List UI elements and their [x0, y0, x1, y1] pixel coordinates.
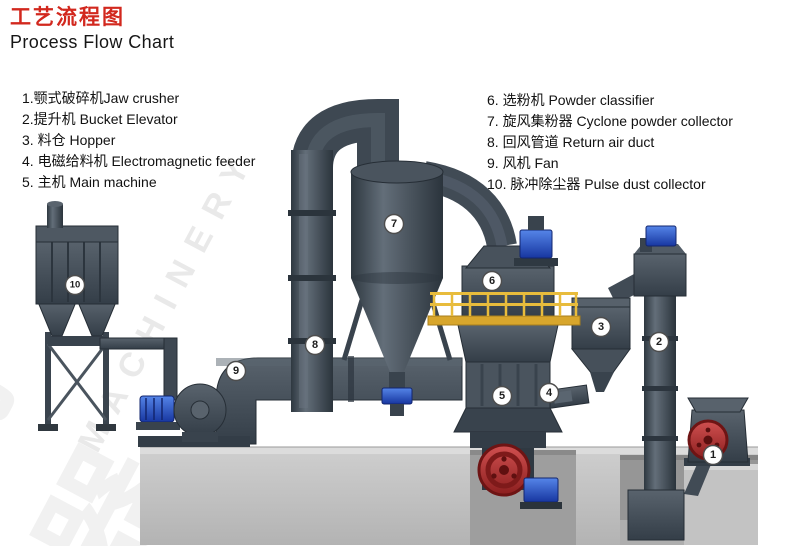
marker-6: 6	[481, 270, 503, 292]
return-air-pipe	[288, 98, 399, 412]
page-title-en: Process Flow Chart	[10, 32, 175, 53]
svg-text:2: 2	[656, 336, 662, 348]
legend-item-1: 1.颚式破碎机Jaw crusher	[22, 90, 180, 106]
bucket-elevator	[608, 225, 712, 541]
header: 工艺流程图 Process Flow Chart	[10, 6, 174, 53]
legend-item-7: 7. 旋风集粉器 Cyclone powder collector	[487, 113, 733, 129]
marker-5: 5	[491, 385, 513, 407]
marker-2: 2	[648, 331, 670, 353]
legend-item-10: 10. 脉冲除尘器 Pulse dust collector	[487, 176, 706, 192]
marker-7: 7	[383, 213, 405, 235]
pulse-dust-collector	[35, 201, 178, 431]
svg-text:1: 1	[710, 449, 716, 461]
legend-item-6: 6. 选粉机 Powder classifier	[487, 92, 655, 108]
legend-item-4: 4. 电磁给料机 Electromagnetic feeder	[22, 153, 256, 169]
legend-right: 6. 选粉机 Powder classifier 7. 旋风集粉器 Cyclon…	[487, 90, 733, 195]
svg-text:4: 4	[546, 387, 553, 399]
legend-item-5: 5. 主机 Main machine	[22, 174, 157, 190]
legend-item-2: 2.提升机 Bucket Elevator	[22, 111, 178, 127]
svg-text:8: 8	[312, 339, 318, 351]
svg-text:5: 5	[499, 390, 505, 402]
page-title-zh: 工艺流程图	[10, 6, 125, 29]
svg-text:10: 10	[70, 280, 81, 291]
main-motor	[520, 477, 562, 509]
svg-text:7: 7	[391, 218, 397, 230]
marker-10: 10	[64, 274, 86, 296]
marker-9: 9	[225, 360, 247, 382]
main-machine	[427, 216, 581, 509]
marker-4: 4	[538, 382, 560, 404]
hopper	[570, 297, 631, 392]
legend-item-9: 9. 风机 Fan	[487, 155, 559, 171]
platform-railing	[427, 292, 581, 326]
flywheel	[477, 443, 531, 497]
jaw-crusher	[684, 397, 750, 466]
marker-3: 3	[590, 316, 612, 338]
legend-left: 1.颚式破碎机Jaw crusher 2.提升机 Bucket Elevator…	[22, 88, 255, 193]
diagram-markers: 1 2 3 4 5 6 7 8 9	[64, 213, 724, 466]
legend-item-3: 3. 料仓 Hopper	[22, 132, 116, 148]
marker-1: 1	[702, 444, 724, 466]
svg-text:3: 3	[598, 321, 604, 333]
marker-8: 8	[304, 334, 326, 356]
svg-text:9: 9	[233, 365, 239, 377]
return-air-duct	[215, 356, 463, 445]
fan	[136, 383, 250, 447]
svg-text:6: 6	[489, 275, 495, 287]
legend-item-8: 8. 回风管道 Return air duct	[487, 134, 655, 150]
